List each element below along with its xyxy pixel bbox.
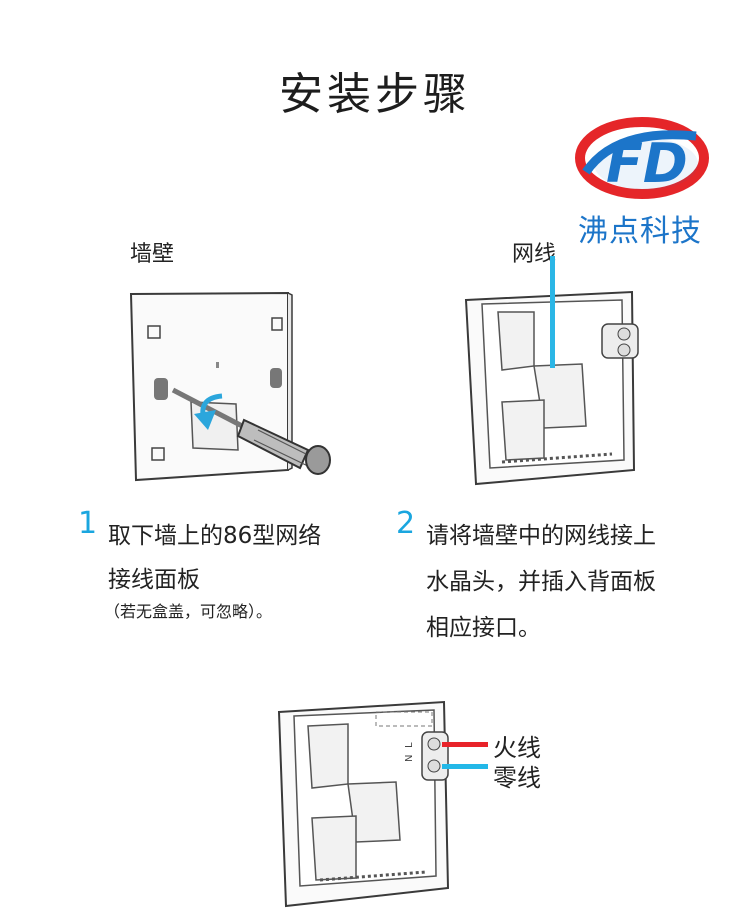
step2-line3: 相应接口。 bbox=[426, 615, 541, 641]
neutral-wire bbox=[442, 764, 488, 769]
back-panel-illustration bbox=[464, 256, 639, 486]
brand-logo: FD bbox=[575, 117, 709, 199]
logo-letters: FD bbox=[606, 132, 688, 195]
step2-line2: 水晶头，并插入背面板 bbox=[426, 569, 656, 595]
step1-note: （若无盒盖，可忽略）。 bbox=[104, 602, 273, 621]
neutral-wire-label: 零线 bbox=[493, 764, 541, 792]
power-panel-illustration: N L bbox=[277, 700, 488, 908]
step1-line2: 接线面板 bbox=[108, 567, 200, 593]
page-title: 安装步骤 bbox=[279, 69, 471, 120]
step1-number: 1 bbox=[78, 506, 98, 541]
terminal-mark-l: L bbox=[404, 742, 415, 748]
terminal-mark-n: N bbox=[404, 755, 415, 762]
step2-number: 2 bbox=[396, 506, 416, 541]
live-wire bbox=[442, 742, 488, 747]
figure1-label: 墙壁 bbox=[130, 242, 175, 267]
live-wire-label: 火线 bbox=[493, 734, 541, 762]
brand-name: 沸点科技 bbox=[578, 214, 702, 249]
step1-line1: 取下墙上的86型网络 bbox=[108, 523, 322, 549]
wall-plate-illustration bbox=[129, 291, 331, 482]
figure2-label: 网线 bbox=[512, 242, 557, 267]
step2-line1: 请将墙壁中的网线接上 bbox=[426, 523, 656, 549]
